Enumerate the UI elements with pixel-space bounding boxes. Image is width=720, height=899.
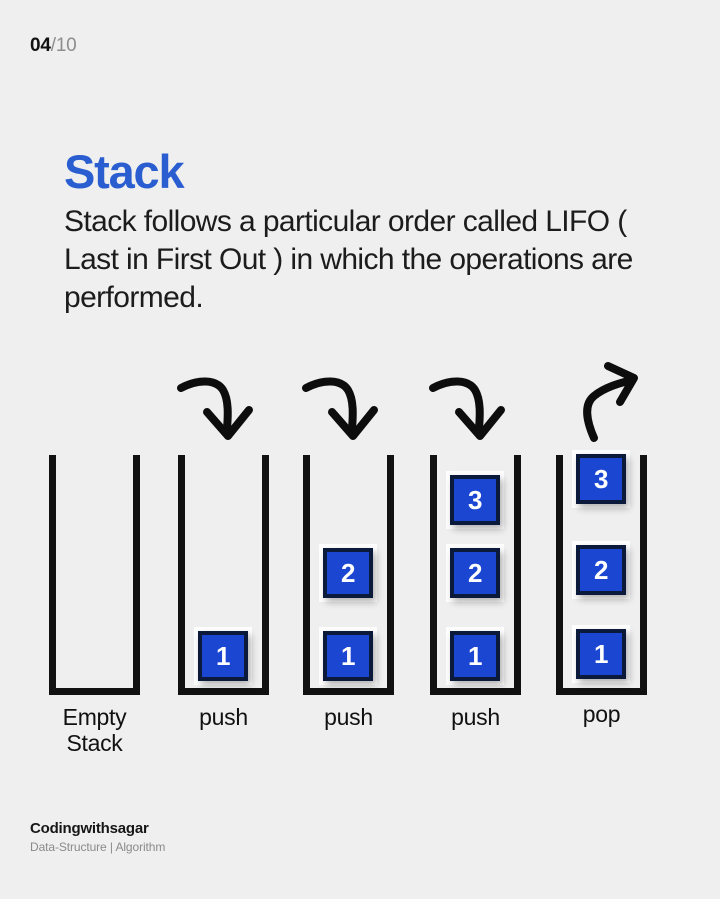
stack-cell: 1 (323, 631, 373, 681)
stack-cell: 2 (576, 545, 626, 595)
stack-cell: 3 (576, 454, 626, 504)
stack-column-pop: 1 2 3 pop (556, 350, 647, 770)
stack-cells: 1 2 (303, 350, 394, 770)
footer: Codingwithsagar Data-Structure | Algorit… (30, 820, 165, 854)
stack-column-empty-stack: Empty Stack (49, 350, 140, 770)
stack-diagram: Empty Stack 1 push 1 2 push (0, 350, 720, 770)
stack-column-push-3: 1 2 3 push (429, 350, 521, 770)
page-title: Stack (64, 145, 185, 198)
stack-cell: 2 (450, 548, 500, 598)
stack-column-push-1: 1 push (177, 350, 269, 770)
stack-column-push-2: 1 2 push (302, 350, 394, 770)
stack-cell: 3 (450, 475, 500, 525)
operation-label: push (451, 704, 500, 730)
stack-cell: 1 (198, 631, 248, 681)
operation-label: Empty Stack (39, 704, 150, 757)
stack-container (430, 455, 521, 695)
footer-brand: Codingwithsagar (30, 820, 149, 837)
operation-label: push (324, 704, 373, 730)
operation-label-line1: Empty (62, 704, 127, 730)
page-counter-current: 04 (30, 35, 51, 56)
stack-cells: 1 (178, 350, 269, 770)
footer-subtitle: Data-Structure | Algorithm (30, 840, 166, 854)
heading-block: Stack Stack follows a particular order c… (64, 148, 664, 316)
page-counter: 04/10 (30, 35, 77, 57)
stack-cells: 1 2 3 (556, 350, 647, 770)
stack-container (556, 455, 647, 695)
stack-container (178, 455, 269, 695)
stack-container (49, 455, 140, 695)
stack-cell: 2 (323, 548, 373, 598)
stack-container (303, 455, 394, 695)
page-description: Stack follows a particular order called … (64, 205, 633, 314)
operation-label-line2: Stack (66, 729, 123, 756)
stack-cell: 1 (450, 631, 500, 681)
stack-cells: 1 2 3 (430, 350, 521, 770)
stack-cell: 1 (576, 629, 626, 679)
page-counter-total: /10 (50, 35, 77, 56)
operation-label: push (199, 704, 248, 730)
operation-label: pop (582, 701, 621, 727)
